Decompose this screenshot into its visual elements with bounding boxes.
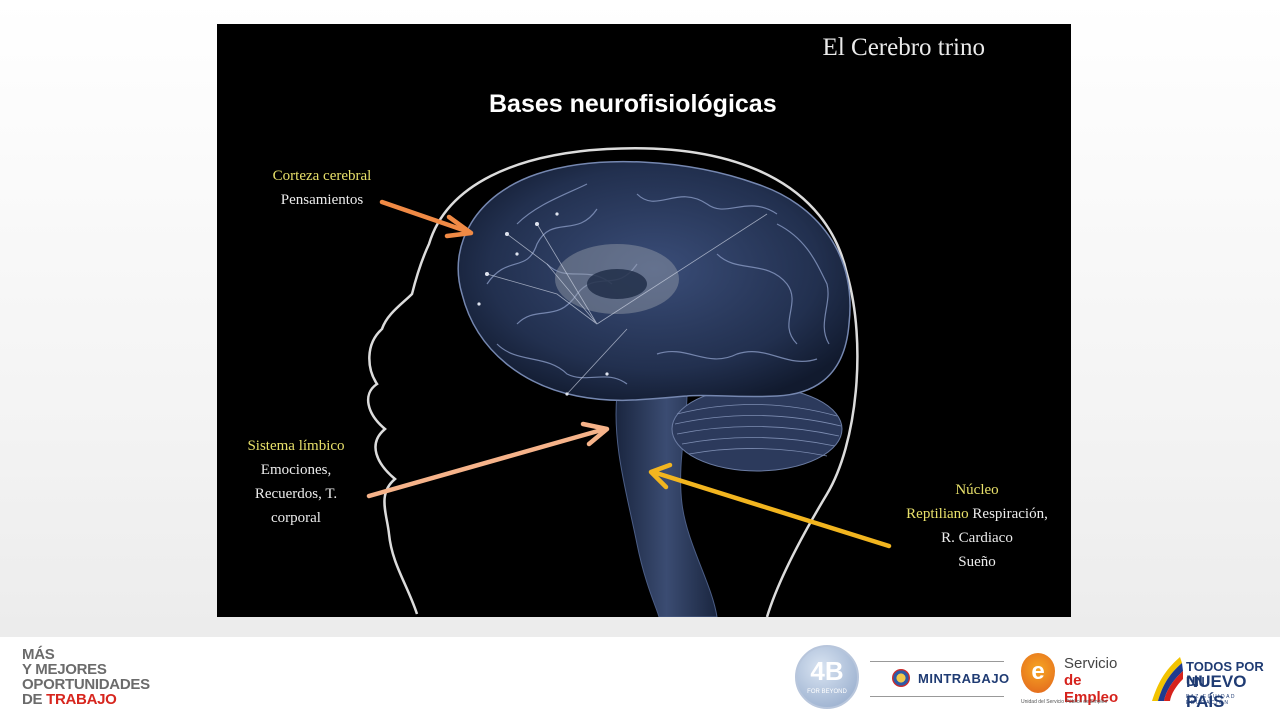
fourb-logo-text: FOR BEYOND [807,689,847,695]
tpnp-logo-text: TODOS POR UN [1186,659,1264,689]
label-limbico-line: Recuerdos, T. [254,486,338,502]
label-corteza: Corteza cerebral Pensamientos [257,164,387,212]
servicio-logo-text: Servicio [1064,655,1118,672]
label-limbico-heading: Sistema límbico [247,438,345,454]
colombia-seal-icon [892,669,910,687]
label-limbico-line: Emociones, [260,462,332,478]
colombia-flag-icon [1152,657,1183,701]
label-corteza-line: Pensamientos [280,192,364,208]
servicio-empleo-logo: e Servicio de Empleo Unidad del Servicio… [1019,651,1137,711]
label-reptiliano-heading: Núcleo [955,482,999,498]
label-reptiliano-line: Sueño [958,554,996,570]
arrow-corteza [379,199,472,235]
servicio-logo-subtext: Unidad del Servicio Público de Empleo [1021,699,1108,705]
label-limbico: Sistema límbico Emociones, Recuerdos, T.… [235,434,357,530]
brain-illustration: El Cerebro trino Bases neurofisiológicas… [217,24,1071,617]
tagline-line: MÁS [22,646,55,663]
slide-title: Bases neurofisiológicas [489,90,777,118]
label-corteza-heading: Corteza cerebral [272,168,372,184]
brain-drawing [366,147,892,617]
tagline-line: OPORTUNIDADES [22,676,150,693]
todos-por-un-nuevo-pais-logo: TODOS POR UN NUEVO PAÍS PAZ EQUIDAD EDUC… [1150,651,1268,711]
footer-bar: MÁS Y MEJORES OPORTUNIDADES DE TRABAJO 4… [0,637,1280,720]
tagline-line: DE [22,691,47,708]
arrow-limbico [366,426,608,499]
cerebellum [671,386,843,472]
label-reptiliano-line: Respiración, [972,506,1048,522]
head-outline [366,147,859,617]
location-pin-icon: e [1021,653,1055,693]
label-reptiliano-line: R. Cardiaco [941,530,1013,546]
fourb-logo-mark: 4B [810,656,844,686]
image-title: El Cerebro trino [822,34,985,61]
servicio-logo-mark: e [1031,658,1045,685]
label-reptiliano: Núcleo Reptiliano Respiración, R. Cardia… [897,478,1057,574]
label-limbico-line: corporal [271,510,321,526]
tagline-line: Y MEJORES [22,661,107,678]
brain-stem [615,393,718,617]
arrow-reptiliano [650,469,892,549]
mintrabajo-logo-text: MINTRABAJO [918,671,1010,686]
fourb-logo: 4B FOR BEYOND [795,645,859,709]
tpnp-logo-text: NUEVO PAÍS [1186,672,1247,711]
mintrabajo-logo: MINTRABAJO [870,661,1009,697]
servicio-logo-text: de Empleo [1064,672,1119,706]
tagline-accent: TRABAJO [46,691,117,708]
tpnp-logo-subtext: PAZ EQUIDAD EDUCACIÓN [1186,694,1237,706]
label-reptiliano-heading-2: Reptiliano [906,506,969,522]
footer-tagline: MÁS Y MEJORES OPORTUNIDADES DE TRABAJO [22,647,150,707]
cerebrum [457,160,851,402]
